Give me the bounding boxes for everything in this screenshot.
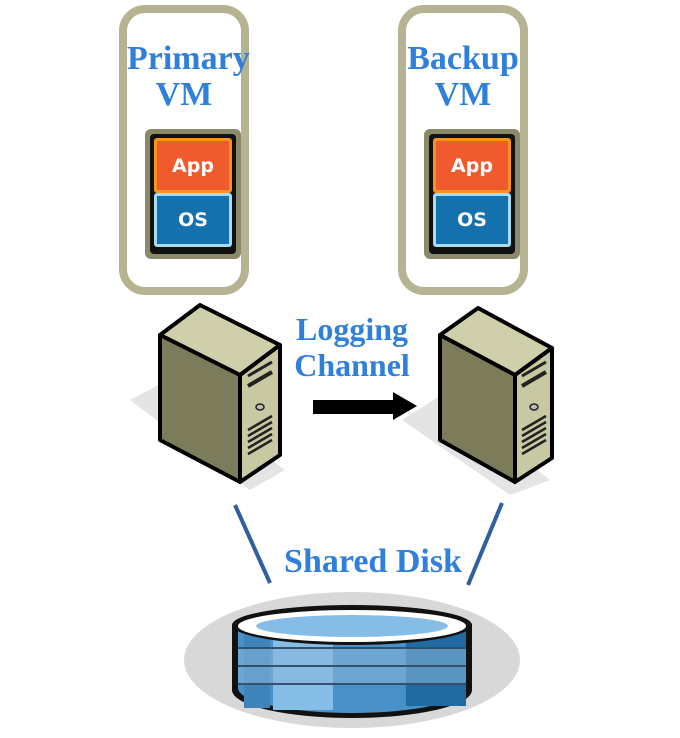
logging-channel-line1: Logging <box>295 311 409 347</box>
primary-app-block: App <box>154 138 232 193</box>
primary-vm-title-line2: VM <box>155 76 213 114</box>
backup-vm-title-line2: VM <box>434 76 492 114</box>
primary-disk-connection-line <box>233 504 272 584</box>
logging-channel-line2: Channel <box>294 346 410 383</box>
backup-server-icon <box>438 306 554 484</box>
backup-vm-title-line1: Backup <box>407 40 519 77</box>
backup-app-block: App <box>433 138 511 193</box>
logging-arrow-icon <box>313 392 417 420</box>
primary-server-icon <box>158 303 282 484</box>
primary-os-block: OS <box>154 193 232 247</box>
backup-os-block: OS <box>433 193 511 247</box>
shared-disk-label: Shared Disk <box>284 543 462 580</box>
primary-vm-box: Primary VM App OS <box>119 5 250 295</box>
backup-vm-box: Backup VM App OS <box>398 5 528 295</box>
backup-disk-connection-line <box>466 502 504 586</box>
primary-vm-stack: App OS <box>145 129 241 259</box>
primary-vm-title: Primary VM <box>127 40 250 114</box>
primary-vm-title-line1: Primary <box>127 40 250 77</box>
shared-disk-icon <box>184 592 520 728</box>
backup-vm-stack: App OS <box>424 129 520 259</box>
logging-channel-label: Logging Channel <box>282 311 422 384</box>
backup-vm-title: Backup VM <box>406 40 520 114</box>
